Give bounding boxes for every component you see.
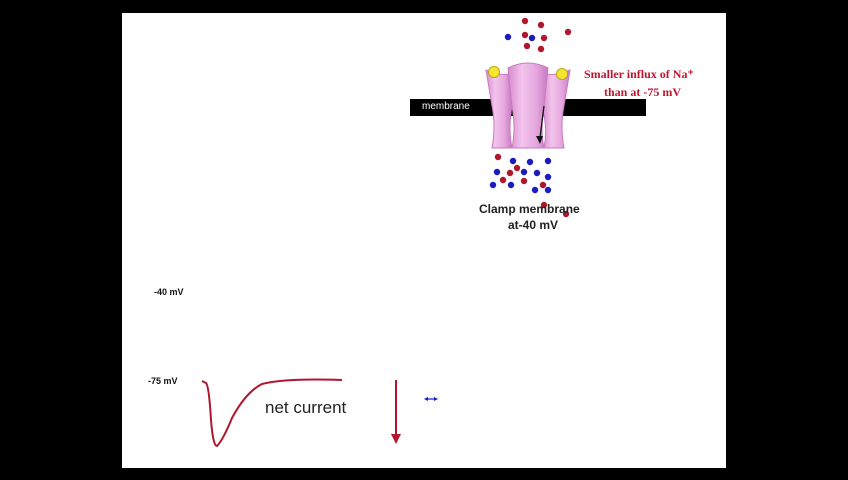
slide-background [122,13,726,468]
channel-center-subunit [507,62,549,149]
influx-note-line2: than at -75 mV [604,85,681,99]
current-direction-arrow-icon [391,434,401,444]
clamp-label-line1: Clamp membrane [479,202,580,216]
membrane-label: membrane [422,101,470,112]
clamp-label-line2: at-40 mV [508,218,559,232]
influx-arrow-icon [536,136,543,144]
gate-right-icon [556,68,568,80]
net-current-trace [201,378,343,448]
voltage-label-40: -40 mV [154,287,184,297]
sodium-channel-icon [485,62,571,149]
voltage-label-75: -75 mV [148,376,178,386]
influx-note-line1: Smaller influx of Na⁺ [584,67,694,81]
net-current-label: net current [265,398,347,417]
double-arrow-icon [424,397,428,401]
gate-left-icon [488,66,500,78]
